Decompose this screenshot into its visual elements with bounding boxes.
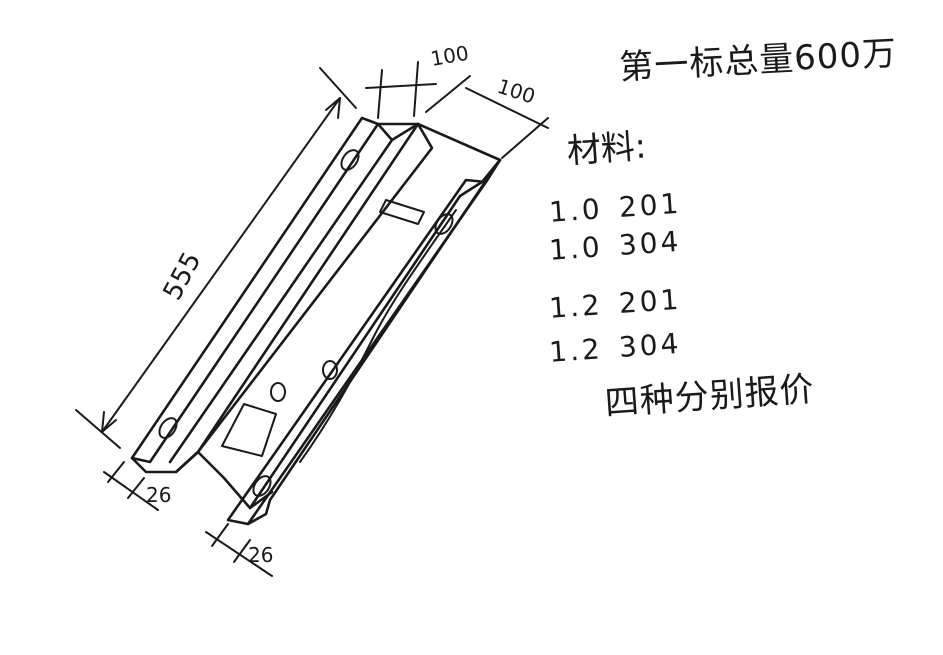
dim-top-b-ext-left [425, 75, 471, 113]
dim-top-a-tick-right [413, 61, 419, 117]
dim-flange-right-tick-a [211, 523, 229, 547]
right-flange-lower [246, 158, 502, 526]
bracket-outline [130, 116, 502, 526]
material-grade: 304 [617, 326, 683, 365]
web-face-left-edge [174, 122, 434, 474]
dim-length-ext-top [319, 67, 357, 109]
material-thickness: 1.0 [548, 192, 604, 229]
dim-top-a-label: 100 [429, 41, 471, 71]
material-thickness: 1.0 [548, 230, 604, 267]
material-grade: 201 [617, 186, 683, 225]
hole-web-lower [270, 382, 286, 402]
dim-flange-left-tick-b [127, 477, 145, 499]
dim-top-b-ext-right [501, 117, 549, 159]
left-wall-edge [168, 122, 394, 464]
dim-top-a-tick-left [377, 69, 383, 119]
bottom-profile [130, 450, 274, 510]
dim-length-ext-bottom [75, 409, 121, 449]
hole-right-top [434, 213, 454, 235]
dim-length-label: 555 [158, 247, 208, 305]
material-grade: 201 [617, 282, 683, 321]
web-face-right-edge [248, 180, 484, 510]
right-wall-edge [299, 209, 457, 463]
top-fold-edge [376, 122, 502, 184]
material-thickness: 1.2 [548, 288, 604, 325]
dim-flange-left-line [103, 471, 159, 511]
dim-length-arrow-top [325, 97, 341, 119]
materials-heading: 材料: [565, 126, 648, 172]
dimension-lines [75, 61, 549, 577]
dim-flange-left-label: 26 [146, 483, 171, 507]
dim-top-b-label: 100 [494, 74, 538, 109]
dim-flange-right-label: 26 [248, 543, 273, 567]
dim-length-arrow-bottom [101, 411, 117, 433]
left-face-crease [196, 122, 420, 454]
material-grade: 304 [617, 224, 683, 263]
holes [158, 149, 454, 497]
hole-left-bottom [158, 417, 178, 439]
dim-top-a-line [365, 83, 437, 89]
hole-web-middle [322, 360, 338, 380]
dim-length-line [101, 97, 341, 433]
hole-right-bottom [252, 475, 272, 497]
slot-bottom [221, 403, 277, 457]
left-flange [130, 116, 380, 464]
dim-flange-left-tick-a [107, 461, 125, 483]
dim-top-b-line [465, 87, 549, 129]
hole-left-top [340, 149, 360, 171]
slot-top [379, 199, 425, 225]
material-thickness: 1.2 [548, 332, 604, 369]
dim-flange-right-tick-b [233, 539, 251, 563]
